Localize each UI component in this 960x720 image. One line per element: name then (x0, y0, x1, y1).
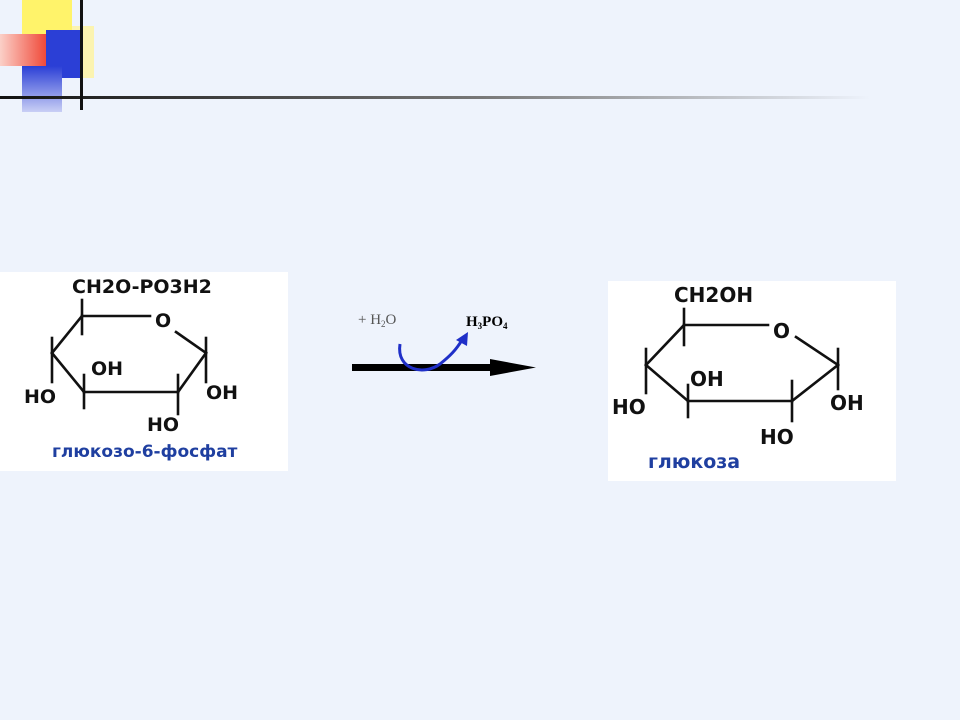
hydroxyl-right-label: OH (206, 382, 239, 404)
ring-oxygen-label: O (155, 310, 172, 332)
phosphoric-acid-label: H3PO4 (466, 314, 508, 331)
glucose-ring (644, 307, 840, 423)
hydroxyl-left-label: HO (612, 395, 646, 419)
hydroxyl-inner-label: OH (91, 358, 124, 380)
substituent-label: CH2O-PO3H2 (72, 276, 212, 298)
reaction-arrow (352, 332, 536, 376)
hydroxyl-bottom-label: HO (760, 425, 794, 449)
glucose-6-phosphate-ring (50, 298, 208, 416)
hydroxyl-bottom-label: HO (147, 414, 180, 436)
glucose-6-phosphate-structure: CH2O-PO3H2 O OH HO HO OH глюкозо-6-фосфа… (0, 272, 288, 471)
water-subscript: 2 (381, 319, 386, 329)
glucose-structure: CH2OH O OH HO HO OH глюкоза (608, 281, 896, 481)
molecule-caption: глюкозо-6-фосфат (52, 442, 238, 462)
hydroxyl-right-label: OH (830, 391, 864, 415)
substituent-label: CH2OH (674, 283, 754, 307)
hydroxyl-inner-label: OH (690, 367, 724, 391)
reaction-arrow-group: + H2O H3PO4 (340, 300, 550, 390)
water-reagent-label: + H2O (358, 312, 397, 329)
slide-corner-decoration (0, 0, 870, 112)
molecule-caption: глюкоза (648, 451, 741, 473)
ring-oxygen-label: O (773, 319, 791, 343)
hydroxyl-left-label: HO (24, 386, 57, 408)
